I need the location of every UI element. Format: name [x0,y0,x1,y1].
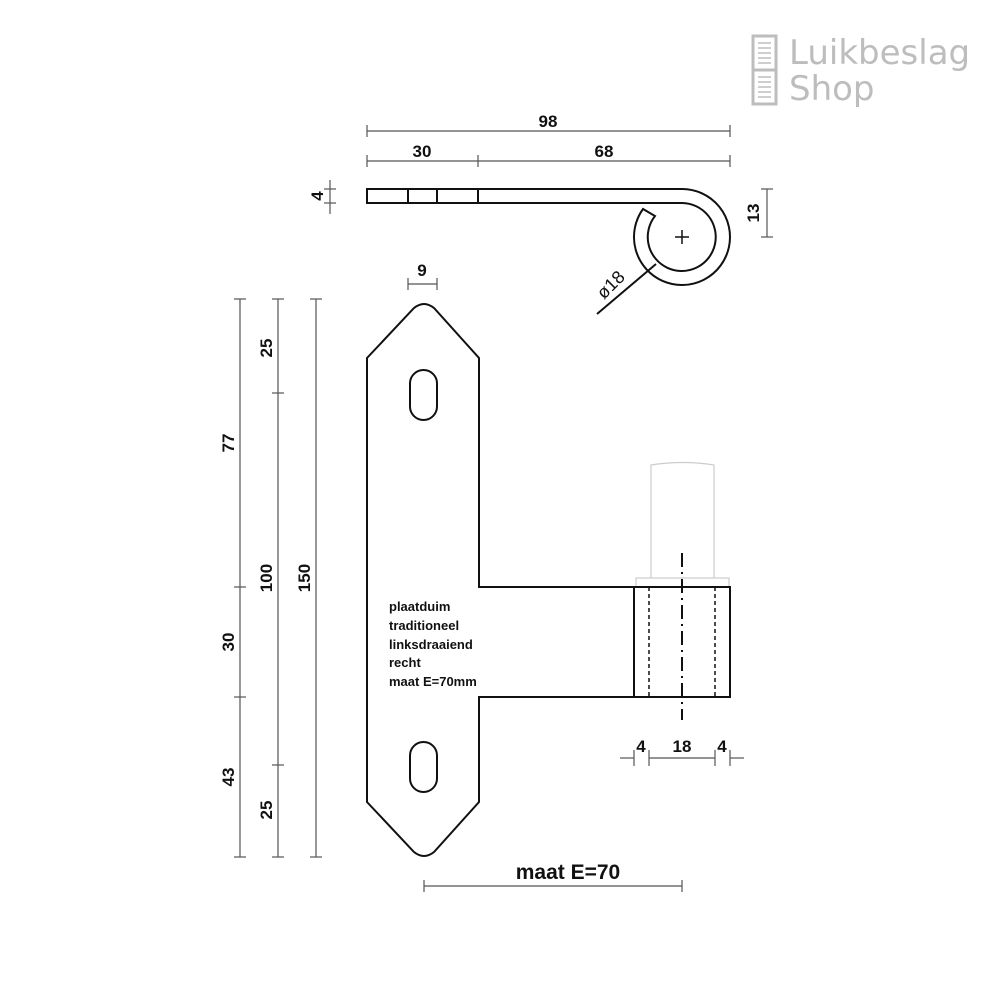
maat-label: maat E=70 [516,861,621,884]
dim-total-height: 150 [295,564,314,592]
dim-arm-length: 68 [595,142,614,161]
dim-top-slot-offset: 25 [257,339,276,358]
top-view-part [366,188,731,286]
dim-slot-spacing: 100 [257,564,276,592]
description-line: traditioneel [389,618,459,633]
description-line: linksdraaiend [389,637,473,652]
dim-point-width: 9 [417,261,426,280]
dim-curl-height: 13 [744,204,763,223]
dim-total-length: 98 [539,112,558,131]
logo: Luikbeslag Shop [751,33,970,109]
top-slot [409,369,438,421]
front-view-plate [366,303,731,857]
logo-text-line2: Shop [789,69,875,109]
pin-ghost [635,461,730,588]
top-dimension-lines [324,125,773,315]
description-line: recht [389,655,421,670]
logo-text-line1: Luikbeslag [789,33,970,73]
dim-upper-section: 77 [219,434,238,453]
dim-bottom-slot-offset: 25 [257,801,276,820]
dim-diameter: ø18 [593,267,629,303]
bottom-slot [409,741,438,793]
dim-plate-length: 30 [413,142,432,161]
dim-barrel-bore: 18 [673,737,692,756]
dim-arm-section: 30 [219,633,238,652]
dim-thickness: 4 [308,191,327,201]
description-line: plaatduim [389,599,450,614]
description-block: plaatduim traditioneel linksdraaiend rec… [389,599,477,689]
dim-barrel-wall-right: 4 [717,737,727,756]
description-line: maat E=70mm [389,674,477,689]
vertical-dimension-lines [234,298,744,892]
logo-icon [751,34,778,106]
dim-barrel-wall-left: 4 [636,737,646,756]
dim-lower-section: 43 [219,768,238,787]
